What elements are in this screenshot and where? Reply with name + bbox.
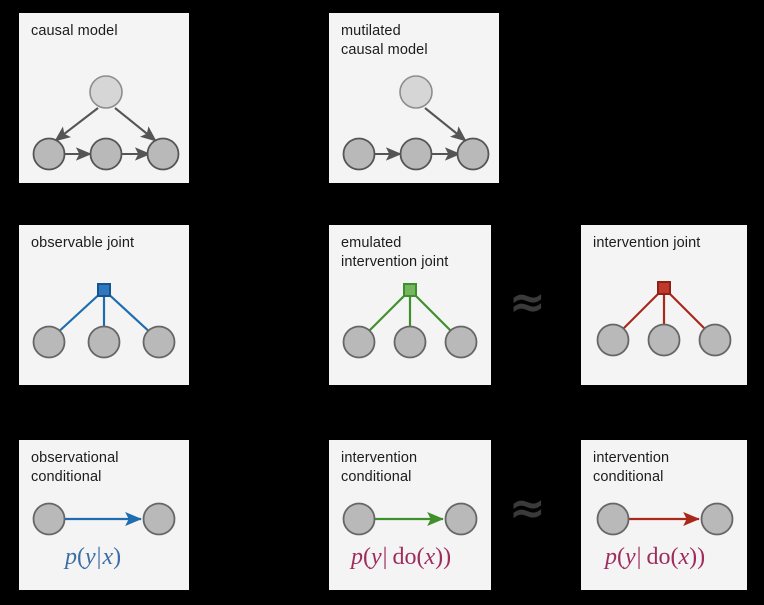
formula-do-close: )) xyxy=(689,544,706,570)
formula-do-open: ( xyxy=(416,544,425,570)
panel-title-intervention-conditional-true: intervention conditional xyxy=(593,450,670,485)
formula-do-open: ( xyxy=(670,544,679,570)
edge-top-to-right xyxy=(114,107,157,142)
panel-causal-model: causal model xyxy=(19,13,189,183)
node-y xyxy=(456,137,490,171)
node-y xyxy=(700,502,734,536)
node-m xyxy=(89,137,123,171)
panel-title-intervention-joint: intervention joint xyxy=(593,235,701,251)
formula-do: do xyxy=(646,544,671,570)
variable-node-2 xyxy=(393,325,427,359)
variable-node-3 xyxy=(444,325,478,359)
formula-do: do xyxy=(392,544,417,570)
formula-x: x xyxy=(678,544,690,570)
formula-bar: | xyxy=(96,544,102,570)
graph-factor-star-observable xyxy=(32,283,176,359)
formula-open: ( xyxy=(363,544,371,570)
panel-intervention-joint: intervention joint xyxy=(581,225,747,385)
formula-y: y xyxy=(371,544,382,570)
formula-p: p xyxy=(605,544,617,570)
node-x xyxy=(32,502,66,536)
graph-edge-pair-emulated xyxy=(342,502,478,536)
factor-edge-right xyxy=(663,287,710,334)
formula-y: y xyxy=(625,544,636,570)
factor-node xyxy=(657,281,671,295)
variable-node-1 xyxy=(596,323,630,357)
graph-edge-pair-intervention xyxy=(596,502,734,536)
graph-edge-pair-observational xyxy=(32,502,176,536)
edge-top-to-right xyxy=(424,107,467,142)
factor-edge-right xyxy=(103,289,154,336)
formula-do-close: )) xyxy=(435,544,452,570)
formula-x: x xyxy=(102,544,114,570)
formula-observational-conditional: p(y|x) xyxy=(65,544,121,571)
graph-dag-mutilated xyxy=(342,75,490,171)
formula-intervention-conditional-true: p(y|do(x)) xyxy=(605,544,705,571)
node-m xyxy=(399,137,433,171)
node-x xyxy=(342,137,376,171)
node-confounder xyxy=(399,75,433,109)
formula-open: ( xyxy=(77,544,85,570)
graph-factor-star-emulated xyxy=(342,283,478,359)
node-x xyxy=(596,502,630,536)
panel-observational-conditional: observational conditional p(y|x) xyxy=(19,440,189,590)
variable-node-2 xyxy=(647,323,681,357)
panel-intervention-conditional-true: intervention conditional p(y|do(x)) xyxy=(581,440,747,590)
panel-title-mutilated-causal-model: mutilated causal model xyxy=(341,23,428,58)
node-x xyxy=(32,137,66,171)
formula-open: ( xyxy=(617,544,625,570)
edge-top-to-left xyxy=(54,107,99,142)
panel-title-intervention-conditional-emulated: intervention conditional xyxy=(341,450,418,485)
formula-p: p xyxy=(351,544,363,570)
panel-title-observational-conditional: observational conditional xyxy=(31,450,119,485)
approx-icon-row2: ≈ xyxy=(509,277,546,328)
panel-observable-joint: observable joint xyxy=(19,225,189,385)
formula-x: x xyxy=(424,544,436,570)
graph-dag-confounded xyxy=(32,75,180,171)
factor-node xyxy=(97,283,111,297)
panel-mutilated-causal-model: mutilated causal model xyxy=(329,13,499,183)
factor-edge-left xyxy=(364,289,411,336)
graph-factor-star-intervention xyxy=(596,281,732,357)
panel-intervention-conditional-emulated: intervention conditional p(y|do(x)) xyxy=(329,440,491,590)
formula-y: y xyxy=(85,544,96,570)
node-y xyxy=(142,502,176,536)
formula-p: p xyxy=(65,544,77,570)
node-y xyxy=(444,502,478,536)
node-confounder xyxy=(89,75,123,109)
formula-bar: | xyxy=(636,544,642,570)
approx-icon-row3: ≈ xyxy=(509,483,546,534)
factor-node xyxy=(403,283,417,297)
factor-edge-left xyxy=(618,287,665,334)
node-x xyxy=(342,502,376,536)
formula-close: ) xyxy=(113,544,122,570)
variable-node-1 xyxy=(32,325,66,359)
node-y xyxy=(146,137,180,171)
variable-node-2 xyxy=(87,325,121,359)
panel-title-causal-model: causal model xyxy=(31,23,118,39)
panel-title-emulated-intervention-joint: emulated intervention joint xyxy=(341,235,449,270)
panel-title-observable-joint: observable joint xyxy=(31,235,135,251)
variable-node-3 xyxy=(142,325,176,359)
variable-node-3 xyxy=(698,323,732,357)
factor-edge-left xyxy=(54,289,105,336)
panel-emulated-intervention-joint: emulated intervention joint xyxy=(329,225,491,385)
formula-intervention-conditional-emulated: p(y|do(x)) xyxy=(351,544,451,571)
formula-bar: | xyxy=(382,544,388,570)
factor-edge-right xyxy=(409,289,456,336)
variable-node-1 xyxy=(342,325,376,359)
